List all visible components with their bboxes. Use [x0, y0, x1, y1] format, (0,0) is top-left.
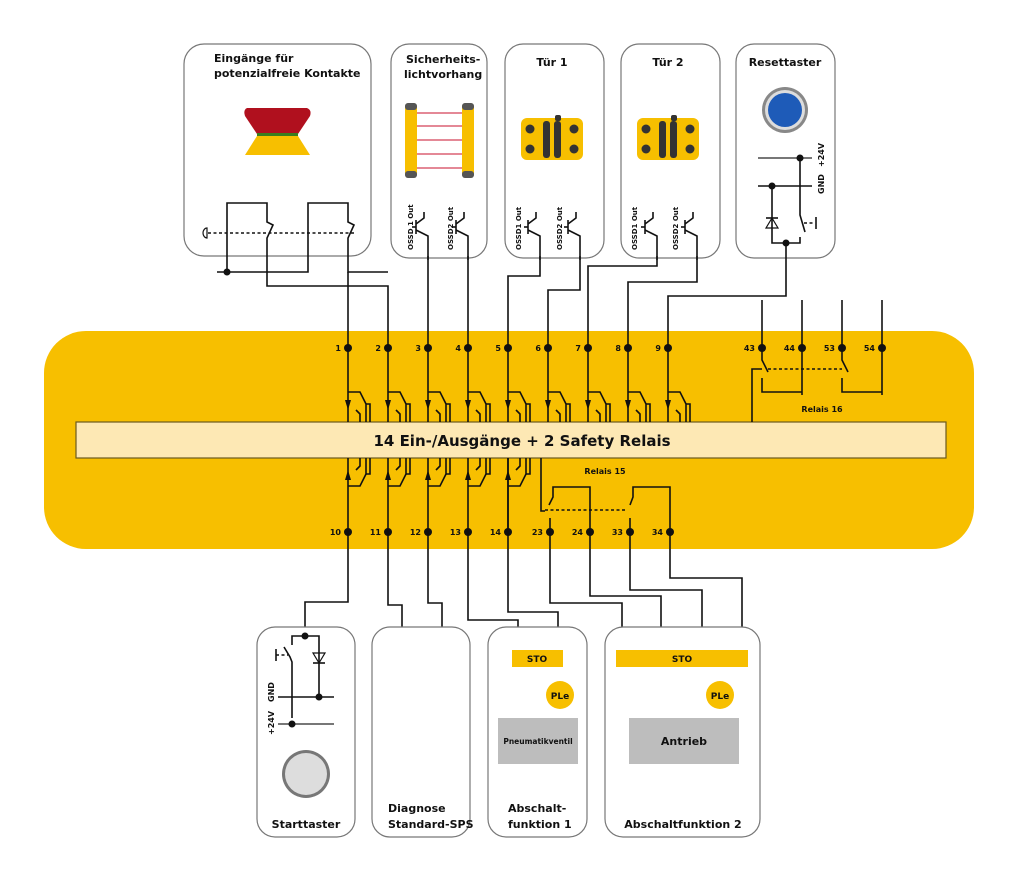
- terminal-7-label: 7: [575, 344, 581, 353]
- input-transistor-3: [425, 348, 451, 422]
- device-title-reset: Resettaster: [749, 56, 822, 69]
- terminal-44-label: 44: [784, 344, 796, 353]
- wire-terminal-8: [627, 256, 698, 348]
- input-transistor-7: [585, 348, 611, 422]
- ple-badge-1: [546, 681, 574, 709]
- ossd-transistor-d2b: [681, 212, 698, 260]
- device-title-shutdown-1-a: Abschalt-: [508, 802, 566, 815]
- terminal-10-label: 10: [330, 528, 342, 537]
- ossd2-light-curtain: OSSD2 Out: [447, 206, 455, 250]
- relay-15-contacts: [540, 458, 671, 532]
- ossd2-door-1: OSSD2 Out: [556, 206, 564, 250]
- controller-bar: [75, 421, 947, 459]
- device-title-door-1: Tür 1: [536, 56, 567, 69]
- terminal-14-label: 14: [490, 528, 502, 537]
- relay-16-label: Relais 16: [801, 405, 843, 414]
- terminal-43-label: 43: [744, 344, 755, 353]
- sto-label-1: STO: [527, 655, 548, 665]
- output-transistor-10: [345, 458, 371, 532]
- output-transistor-13: [465, 458, 491, 532]
- relay-15-label: Relais 15: [584, 467, 626, 476]
- terminal-13-label: 13: [450, 528, 461, 537]
- output-transistor-11: [385, 458, 411, 532]
- ossd-transistor-lc1: [412, 212, 429, 260]
- potential-free-wiring: [202, 202, 389, 348]
- actuator-label-2: Antrieb: [661, 735, 707, 748]
- device-title-light-curtain-2: lichtvorhang: [404, 68, 482, 81]
- terminal-12-label: 12: [410, 528, 421, 537]
- device-title-light-curtain-1: Sicherheits-: [406, 53, 480, 66]
- device-title-potential-free-2: potenzialfreie Kontakte: [214, 67, 361, 80]
- terminal-24-label: 24: [572, 528, 584, 537]
- terminal-34-label: 34: [652, 528, 664, 537]
- sto-bar-1: [512, 650, 563, 667]
- device-title-potential-free-1: Eingänge für: [214, 52, 294, 65]
- input-transistor-4: [465, 348, 491, 422]
- door-1-lock-icon: [521, 115, 583, 160]
- wire-terminal-7: [587, 256, 658, 348]
- actuator-box-2: [629, 718, 739, 764]
- terminal-9-label: 9: [655, 344, 661, 353]
- input-transistor-8: [625, 348, 651, 422]
- device-box-light-curtain: [390, 43, 488, 259]
- device-title-door-2: Tür 2: [652, 56, 683, 69]
- door-2-lock-icon: [637, 115, 699, 160]
- ossd-transistor-d1a: [524, 212, 541, 260]
- reset-label-24v: +24V: [817, 142, 826, 167]
- ossd-transistor-d2a: [641, 212, 658, 260]
- device-box-diagnostic: [371, 626, 471, 838]
- input-transistor-5: [505, 348, 531, 422]
- terminal-23-label: 23: [532, 528, 543, 537]
- start-label-gnd: GND: [267, 682, 276, 702]
- ossd1-door-1: OSSD1 Out: [515, 206, 523, 250]
- wire-terminal-5: [507, 256, 541, 348]
- device-title-diagnostic-2: Standard-SPS: [388, 818, 474, 831]
- sto-label-2: STO: [672, 655, 693, 665]
- wire-terminal-9: [667, 243, 787, 348]
- ossd1-door-2: OSSD1 Out: [631, 206, 639, 250]
- reset-button-icon: [762, 87, 808, 133]
- start-button-icon: [282, 750, 330, 798]
- actuator-box-1: [498, 718, 578, 764]
- terminal-4-label: 4: [455, 344, 461, 353]
- terminal-54-label: 54: [864, 344, 876, 353]
- terminal-3-label: 3: [415, 344, 421, 353]
- device-title-diagnostic-1: Diagnose: [388, 802, 446, 815]
- input-transistor-6: [545, 348, 571, 422]
- sto-bar-2: [616, 650, 748, 667]
- terminal-1-label: 1: [335, 344, 341, 353]
- input-transistor-1: [345, 348, 371, 422]
- terminal-8-label: 8: [615, 344, 621, 353]
- device-title-shutdown-1-b: funktion 1: [508, 818, 572, 831]
- reset-circuit: [758, 154, 817, 247]
- device-title-start: Starttaster: [272, 818, 341, 831]
- start-circuit: [275, 632, 334, 728]
- ossd-transistor-d1b: [564, 212, 581, 260]
- terminal-5-label: 5: [495, 344, 501, 353]
- start-label-24v: +24V: [267, 710, 276, 735]
- wire-terminal-6: [547, 256, 581, 348]
- output-transistor-12: [425, 458, 451, 532]
- ple-label-2: PLe: [711, 692, 729, 702]
- ple-badge-2: [706, 681, 734, 709]
- reset-label-gnd: GND: [817, 174, 826, 194]
- emergency-stop-icon: [244, 108, 311, 155]
- relay-16-contacts: [751, 300, 883, 422]
- ossd1-light-curtain: OSSD 1 Out: [407, 204, 415, 250]
- terminal-11-label: 11: [370, 528, 382, 537]
- ple-label-1: PLe: [551, 692, 569, 702]
- device-box-start: [256, 626, 356, 838]
- terminal-33-label: 33: [612, 528, 623, 537]
- device-title-shutdown-2: Abschaltfunktion 2: [624, 818, 741, 831]
- terminal-2-label: 2: [375, 344, 381, 353]
- light-curtain-icon: [405, 103, 474, 178]
- input-transistor-9: [665, 348, 691, 422]
- terminal-6-label: 6: [535, 344, 541, 353]
- ossd-transistor-lc2: [452, 212, 469, 260]
- terminal-53-label: 53: [824, 344, 835, 353]
- ossd2-door-2: OSSD2 Out: [672, 206, 680, 250]
- input-transistor-2: [385, 348, 411, 422]
- controller-title: 14 Ein-/Ausgänge + 2 Safety Relais: [373, 432, 670, 450]
- actuator-label-1: Pneumatikventil: [503, 737, 572, 746]
